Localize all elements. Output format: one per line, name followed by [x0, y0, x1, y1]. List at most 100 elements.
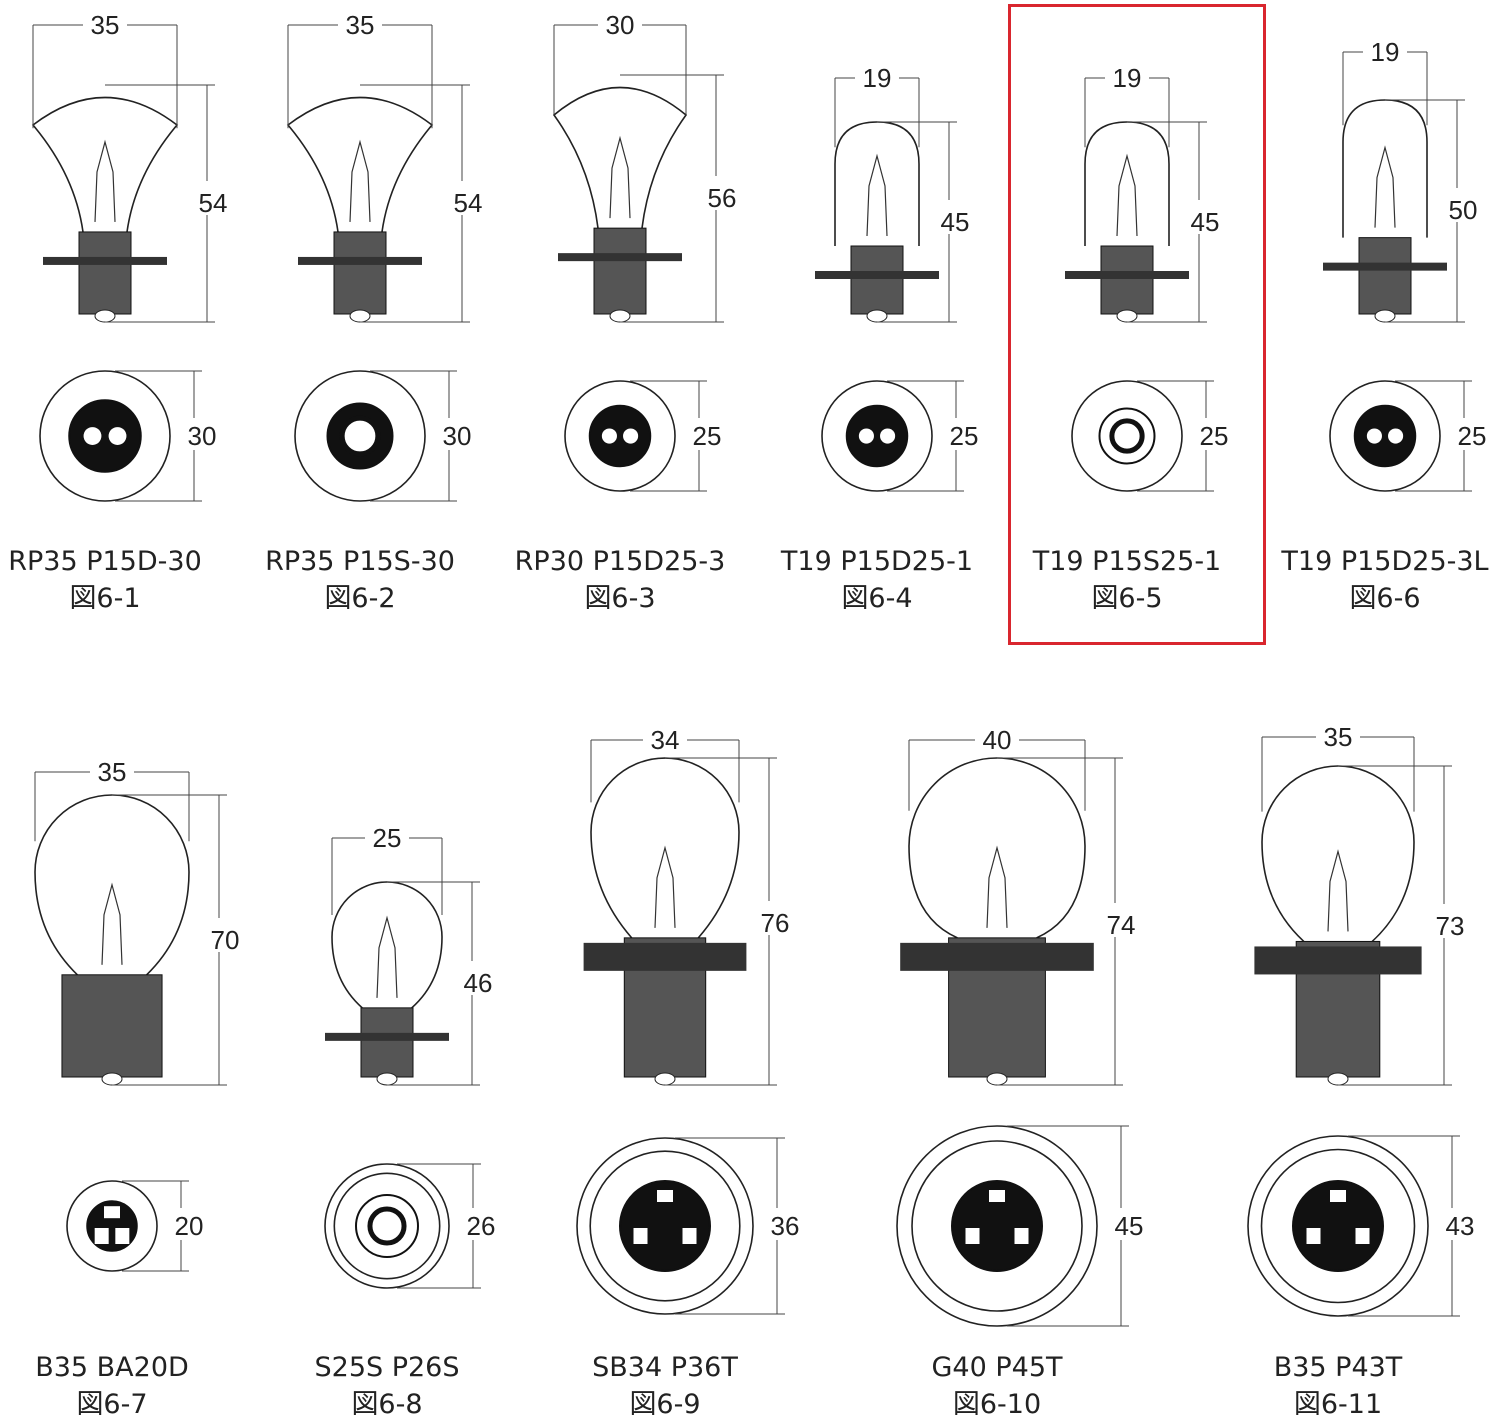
base-diameter-label: 30 [188, 421, 217, 451]
width-dimension-label: 35 [91, 10, 120, 40]
contact-plate-icon [68, 399, 142, 473]
bulb-base-icon [850, 245, 904, 315]
filament-icon [101, 882, 123, 965]
base-diameter-label: 25 [1200, 421, 1229, 451]
height-dimension-label: 73 [1436, 911, 1465, 941]
contact-icon [1327, 1072, 1349, 1086]
width-dimension-label: 19 [1371, 37, 1400, 67]
width-dimension-label: 34 [651, 725, 680, 755]
figure-number: 図6-11 [1294, 1389, 1382, 1420]
height-dimension-label: 50 [1449, 195, 1478, 225]
base-flange-view-icon [821, 380, 933, 492]
base-flange-view-icon [564, 380, 676, 492]
filament-icon [986, 845, 1008, 928]
height-dimension-label: 74 [1107, 910, 1136, 940]
height-dimension-label: 76 [761, 908, 790, 938]
contact-plate-icon [588, 404, 652, 468]
bulb-type-name: B35 BA20D [35, 1352, 189, 1383]
filament-icon [654, 845, 676, 928]
highlight-box-fig-6-5 [1008, 4, 1266, 645]
bulb-base-icon [360, 1007, 414, 1078]
contact-icon [986, 1072, 1008, 1086]
figure-number: 図6-5 [1091, 583, 1162, 614]
height-dimension-label: 45 [941, 207, 970, 237]
flange-icon [558, 253, 682, 262]
height-dimension-label: 54 [199, 188, 228, 218]
figure-number: 図6-8 [351, 1389, 422, 1420]
flange-icon [325, 1032, 449, 1041]
base-flange-view-icon [1071, 380, 1183, 492]
bulb-type-name: RP35 P15D-30 [8, 546, 202, 577]
height-dimension-label: 45 [1191, 207, 1220, 237]
contact-icon [654, 1072, 676, 1086]
contact-icon [101, 1072, 123, 1086]
height-dimension-label: 70 [211, 925, 240, 955]
bulb-type-name: RP35 P15S-30 [265, 546, 455, 577]
figure-number: 図6-6 [1349, 583, 1420, 614]
bulb-base-icon [333, 231, 387, 315]
width-dimension-label: 19 [863, 63, 892, 93]
contact-icon [349, 309, 371, 323]
base-diameter-label: 25 [693, 421, 722, 451]
glass-envelope-icon [331, 881, 443, 1009]
height-dimension-label: 56 [708, 183, 737, 213]
filament-icon [866, 153, 888, 237]
contact-icon [94, 309, 116, 323]
figure-number: 図6-9 [629, 1389, 700, 1420]
flange-icon [815, 271, 939, 279]
base-flange-view-icon [294, 370, 426, 502]
figure-number: 図6-2 [324, 583, 395, 614]
bulb-type-name: T19 P15S25-1 [1032, 546, 1222, 577]
bulb-type-name: SB34 P36T [592, 1352, 738, 1383]
glass-envelope-icon [1342, 99, 1428, 238]
width-dimension-label: 35 [1324, 722, 1353, 752]
width-dimension-label: 19 [1113, 63, 1142, 93]
base-flange-view-icon [1329, 380, 1441, 492]
bulb-type-name: RP30 P15D25-3 [515, 546, 726, 577]
base-diameter-label: 25 [950, 421, 979, 451]
contact-plate-icon [1353, 404, 1417, 468]
figure-number: 図6-10 [953, 1389, 1041, 1420]
width-dimension-label: 25 [373, 823, 402, 853]
contact-plate-icon [1292, 1180, 1384, 1272]
flange-icon [583, 942, 747, 971]
base-diameter-label: 30 [443, 421, 472, 451]
figure-number: 図6-1 [69, 583, 140, 614]
flange-icon [1065, 271, 1189, 279]
filament-icon [1374, 145, 1396, 228]
base-diameter-label: 43 [1446, 1211, 1475, 1241]
width-dimension-label: 30 [606, 10, 635, 40]
bulb-type-name: T19 P15D25-1 [780, 546, 973, 577]
base-flange-view-icon [39, 370, 171, 502]
contact-icon [609, 309, 631, 323]
flange-icon [43, 256, 167, 265]
filament-icon [376, 915, 398, 998]
base-diameter-label: 25 [1458, 421, 1487, 451]
base-flange-view-icon [896, 1125, 1098, 1327]
filament-icon [1116, 153, 1138, 237]
contact-icon [376, 1072, 398, 1086]
base-diameter-label: 20 [175, 1211, 204, 1241]
figure-number: 図6-4 [841, 583, 912, 614]
glass-envelope-icon [552, 86, 688, 229]
width-dimension-label: 35 [98, 757, 127, 787]
base-flange-view-icon [66, 1180, 158, 1272]
base-flange-view-icon [576, 1137, 754, 1315]
base-diameter-label: 26 [467, 1211, 496, 1241]
bulb-type-name: T19 P15D25-3L [1280, 546, 1488, 577]
contact-icon [866, 309, 888, 323]
flange-icon [298, 256, 422, 265]
bulb-base-icon [1358, 237, 1412, 315]
base-flange-view-icon [1247, 1135, 1429, 1317]
base-diameter-label: 45 [1115, 1211, 1144, 1241]
